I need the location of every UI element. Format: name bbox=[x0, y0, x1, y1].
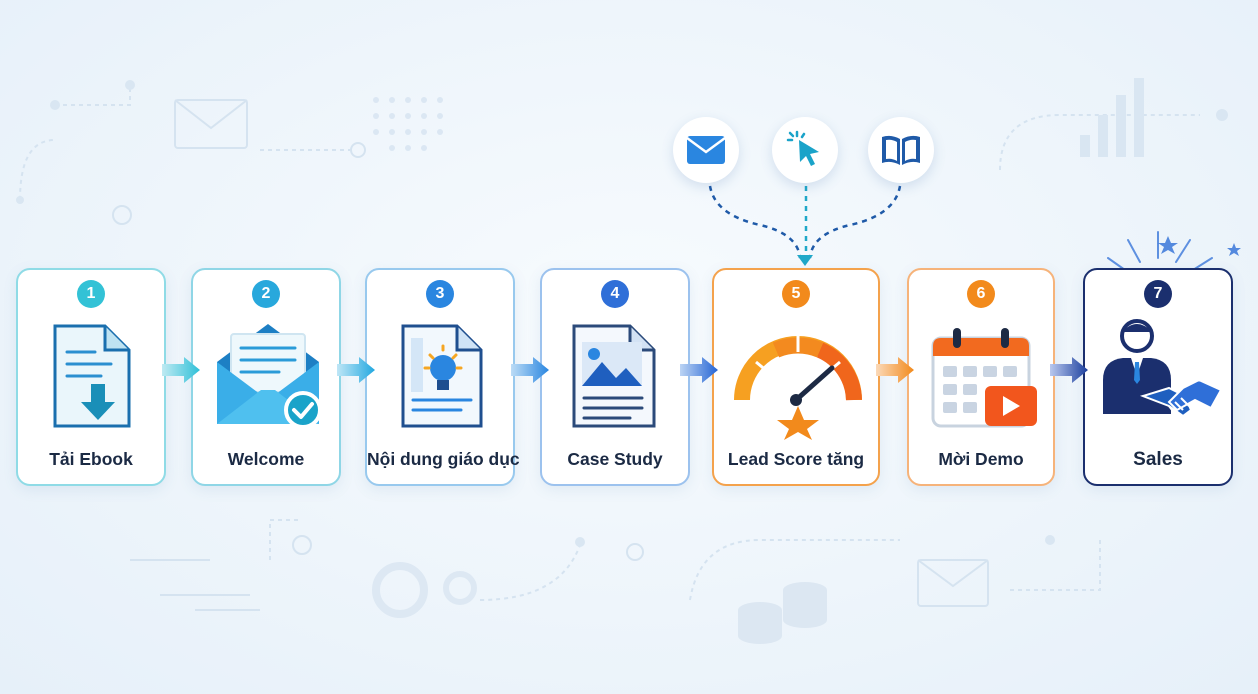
lead-score-gauge-icon bbox=[734, 336, 862, 440]
flow-arrow-icon bbox=[1050, 357, 1088, 383]
step-label: Welcome bbox=[227, 449, 305, 469]
step-number: 6 bbox=[967, 280, 995, 308]
welcome-email-icon bbox=[217, 324, 322, 429]
step-label: Tải Ebook bbox=[49, 449, 133, 469]
step-3-card: 3 Nội dung giáo dục bbox=[365, 268, 520, 486]
step-label: Case Study bbox=[567, 449, 663, 469]
step-1-card: 1 Tải Ebook bbox=[16, 268, 166, 486]
flow-arrow-icon bbox=[511, 357, 549, 383]
step-number: 3 bbox=[426, 280, 454, 308]
sales-handshake-icon bbox=[1103, 319, 1223, 418]
step-6-card: 6 Mời Demo bbox=[907, 268, 1055, 486]
step-7-card: 7 Sales bbox=[1083, 268, 1233, 486]
read-signal-icon bbox=[882, 135, 920, 165]
demo-calendar-icon bbox=[931, 328, 1037, 428]
case-study-icon bbox=[572, 324, 656, 428]
connector-read bbox=[808, 185, 902, 259]
step-number: 2 bbox=[252, 280, 280, 308]
flow-arrow-icon bbox=[162, 357, 200, 383]
step-label: Lead Score tăng bbox=[727, 449, 865, 469]
connector-email bbox=[708, 185, 802, 259]
signal-email bbox=[673, 117, 739, 183]
education-content-icon bbox=[401, 324, 483, 428]
email-signal-icon bbox=[686, 136, 726, 164]
step-number: 7 bbox=[1144, 280, 1172, 308]
step-label: Mời Demo bbox=[938, 449, 1024, 469]
step-number: 1 bbox=[77, 280, 105, 308]
step-2-card: 2 Welcome bbox=[191, 268, 341, 486]
step-label: Nội dung giáo dục bbox=[367, 449, 520, 469]
flow-arrow-icon bbox=[337, 357, 375, 383]
step-5-card: 5 Lead Score tăng bbox=[712, 268, 880, 486]
connector-arrowhead bbox=[797, 255, 813, 266]
step-label: Sales bbox=[1133, 449, 1183, 470]
signal-click bbox=[772, 117, 838, 183]
step-number: 4 bbox=[601, 280, 629, 308]
step-number: 5 bbox=[782, 280, 810, 308]
click-signal-icon bbox=[786, 130, 819, 166]
ebook-download-icon bbox=[53, 324, 131, 428]
flow-arrow-icon bbox=[876, 357, 914, 383]
signal-read bbox=[868, 117, 934, 183]
step-4-card: 4 Case Study bbox=[540, 268, 690, 486]
flow-arrow-icon bbox=[680, 357, 718, 383]
